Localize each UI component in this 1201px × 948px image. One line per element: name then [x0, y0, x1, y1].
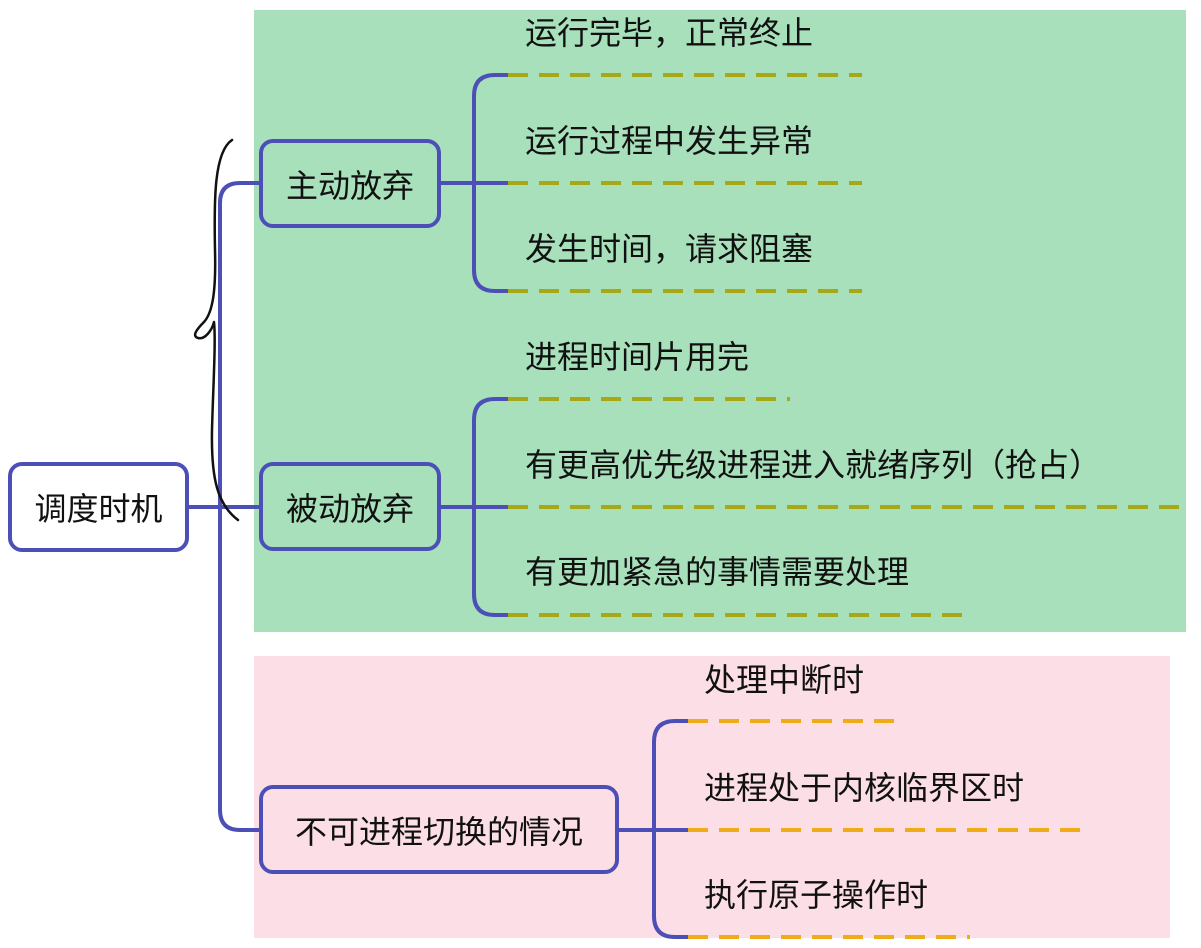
- leaf-node[interactable]: 有更高优先级进程进入就绪序列（抢占）: [525, 446, 1102, 484]
- connector-passive-bracket: [472, 397, 510, 617]
- leaf-underlines-pink: [688, 719, 1080, 939]
- leaf-node[interactable]: 有更加紧急的事情需要处理: [525, 553, 910, 591]
- leaf-node[interactable]: 运行完毕，正常终止: [525, 14, 814, 52]
- branch-passive-connectors: [439, 397, 510, 617]
- connector-root-spine: [218, 181, 261, 832]
- leaf-underlines-green: [508, 73, 1182, 617]
- root-node-label: 调度时机: [34, 490, 163, 528]
- branch-node-passive-release[interactable]: 被动放弃: [259, 462, 441, 551]
- leaf-node[interactable]: 处理中断时: [704, 661, 865, 699]
- branch-active-connectors: [439, 73, 510, 293]
- connector-active-bracket: [472, 73, 510, 293]
- handwritten-curly-brace-icon: [193, 138, 240, 522]
- leaf-node[interactable]: 进程时间片用完: [525, 338, 750, 376]
- branch-node-label: 被动放弃: [285, 489, 414, 528]
- branch-node-no-process-switch[interactable]: 不可进程切换的情况: [259, 785, 619, 874]
- branch-node-active-release[interactable]: 主动放弃: [259, 139, 441, 228]
- root-connectors: [187, 181, 261, 832]
- branch-noswitch-connectors: [617, 719, 690, 939]
- connector-noswitch-bracket: [652, 719, 690, 939]
- leaf-node[interactable]: 执行原子操作时: [704, 876, 929, 914]
- root-node[interactable]: 调度时机: [8, 462, 189, 552]
- leaf-node[interactable]: 运行过程中发生异常: [525, 122, 814, 160]
- leaf-node[interactable]: 发生时间，请求阻塞: [525, 230, 814, 268]
- leaf-node[interactable]: 进程处于内核临界区时: [704, 769, 1025, 807]
- branch-node-label: 主动放弃: [285, 166, 414, 205]
- branch-node-label: 不可进程切换的情况: [294, 812, 583, 851]
